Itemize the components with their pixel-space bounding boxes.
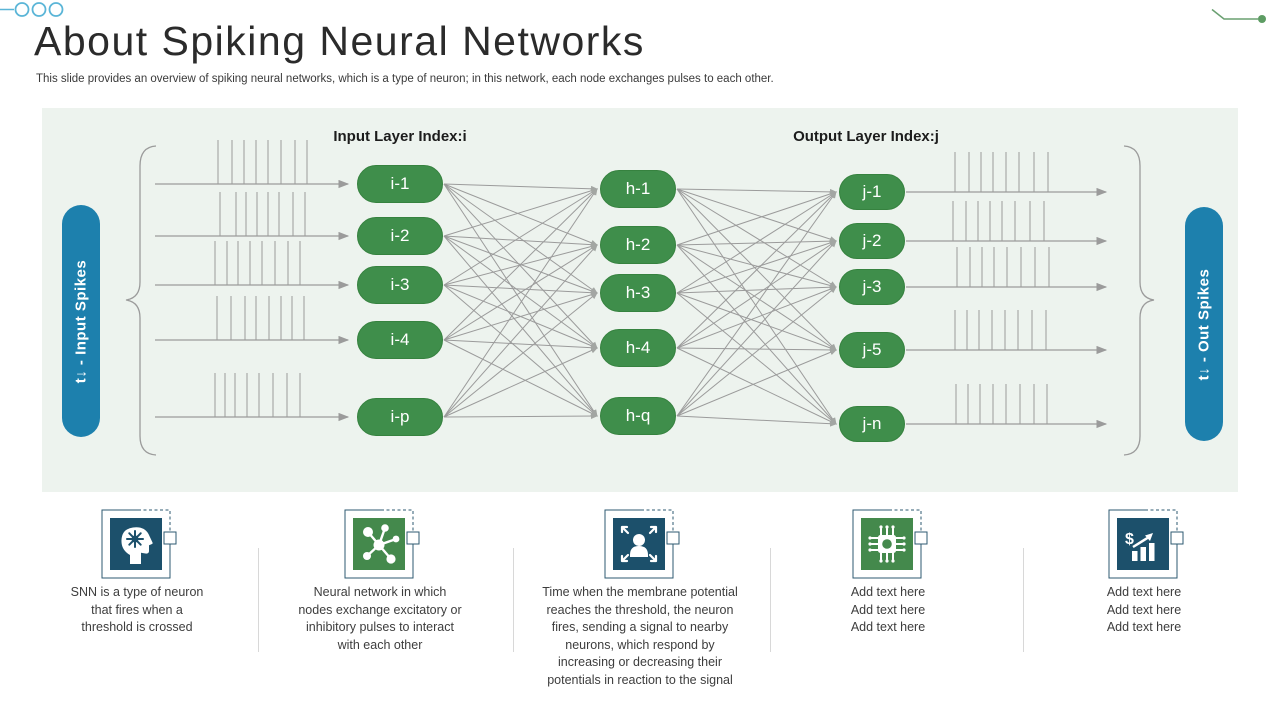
deco-dot [1258, 15, 1266, 23]
column-divider [258, 548, 259, 652]
column-divider [513, 548, 514, 652]
input-node-i-p: i-p [357, 398, 443, 436]
output-layer-header: Output Layer Index:j [793, 128, 939, 145]
hidden-node-h-4: h-4 [600, 329, 676, 367]
hidden-node-h-q: h-q [600, 397, 676, 435]
card-placeholder-text[interactable]: Add text here Add text here Add text her… [1106, 585, 1182, 634]
hidden-node-h-2: h-2 [600, 226, 676, 264]
input-spikes-label: t↓ - Input Spikes [62, 205, 100, 437]
molecule-icon [338, 505, 422, 581]
input-node-i-4: i-4 [357, 321, 443, 359]
output-node-j-2: j-2 [839, 223, 905, 259]
deco-circle [48, 2, 64, 17]
output-node-j-5: j-5 [839, 332, 905, 368]
svg-text:$: $ [1125, 531, 1134, 548]
deco-circle [31, 2, 47, 17]
info-card-5: $ Add text here Add text here Add text h… [1054, 505, 1234, 637]
input-layer-header: Input Layer Index:i [333, 128, 467, 145]
slide-title: About Spiking Neural Networks [34, 18, 645, 64]
column-divider [770, 548, 771, 652]
dollar-chart-icon: $ [1102, 505, 1186, 581]
output-node-j-n: j-n [839, 406, 905, 442]
info-card-1: SNN is a type of neuron that fires when … [39, 505, 235, 637]
hidden-node-h-3: h-3 [600, 274, 676, 312]
output-node-j-3: j-3 [839, 269, 905, 305]
hidden-node-h-1: h-1 [600, 170, 676, 208]
head-gear-icon [95, 505, 179, 581]
deco-circle [14, 2, 30, 17]
top-accent-line [0, 2, 1266, 23]
card-placeholder-text[interactable]: Add text here Add text here Add text her… [850, 585, 926, 634]
out-spikes-label: t↓ - Out Spikes [1185, 207, 1223, 441]
slide-subtitle: This slide provides an overview of spiki… [36, 73, 774, 85]
out-spikes-label-text: t↓ - Out Spikes [1195, 268, 1213, 380]
input-node-i-2: i-2 [357, 217, 443, 255]
card-text: Time when the membrane potential reaches… [542, 585, 738, 687]
info-card-4: Add text here Add text here Add text her… [798, 505, 978, 637]
output-node-j-1: j-1 [839, 174, 905, 210]
info-card-2: Neural network in which nodes exchange e… [262, 505, 498, 654]
card-text: SNN is a type of neuron that fires when … [70, 585, 204, 634]
chip-icon [846, 505, 930, 581]
input-node-i-1: i-1 [357, 165, 443, 203]
input-node-i-3: i-3 [357, 266, 443, 304]
column-divider [1023, 548, 1024, 652]
card-text: Neural network in which nodes exchange e… [298, 585, 462, 652]
input-spikes-label-text: t↓ - Input Spikes [72, 259, 90, 383]
person-expand-icon [598, 505, 682, 581]
info-card-3: Time when the membrane potential reaches… [509, 505, 771, 689]
